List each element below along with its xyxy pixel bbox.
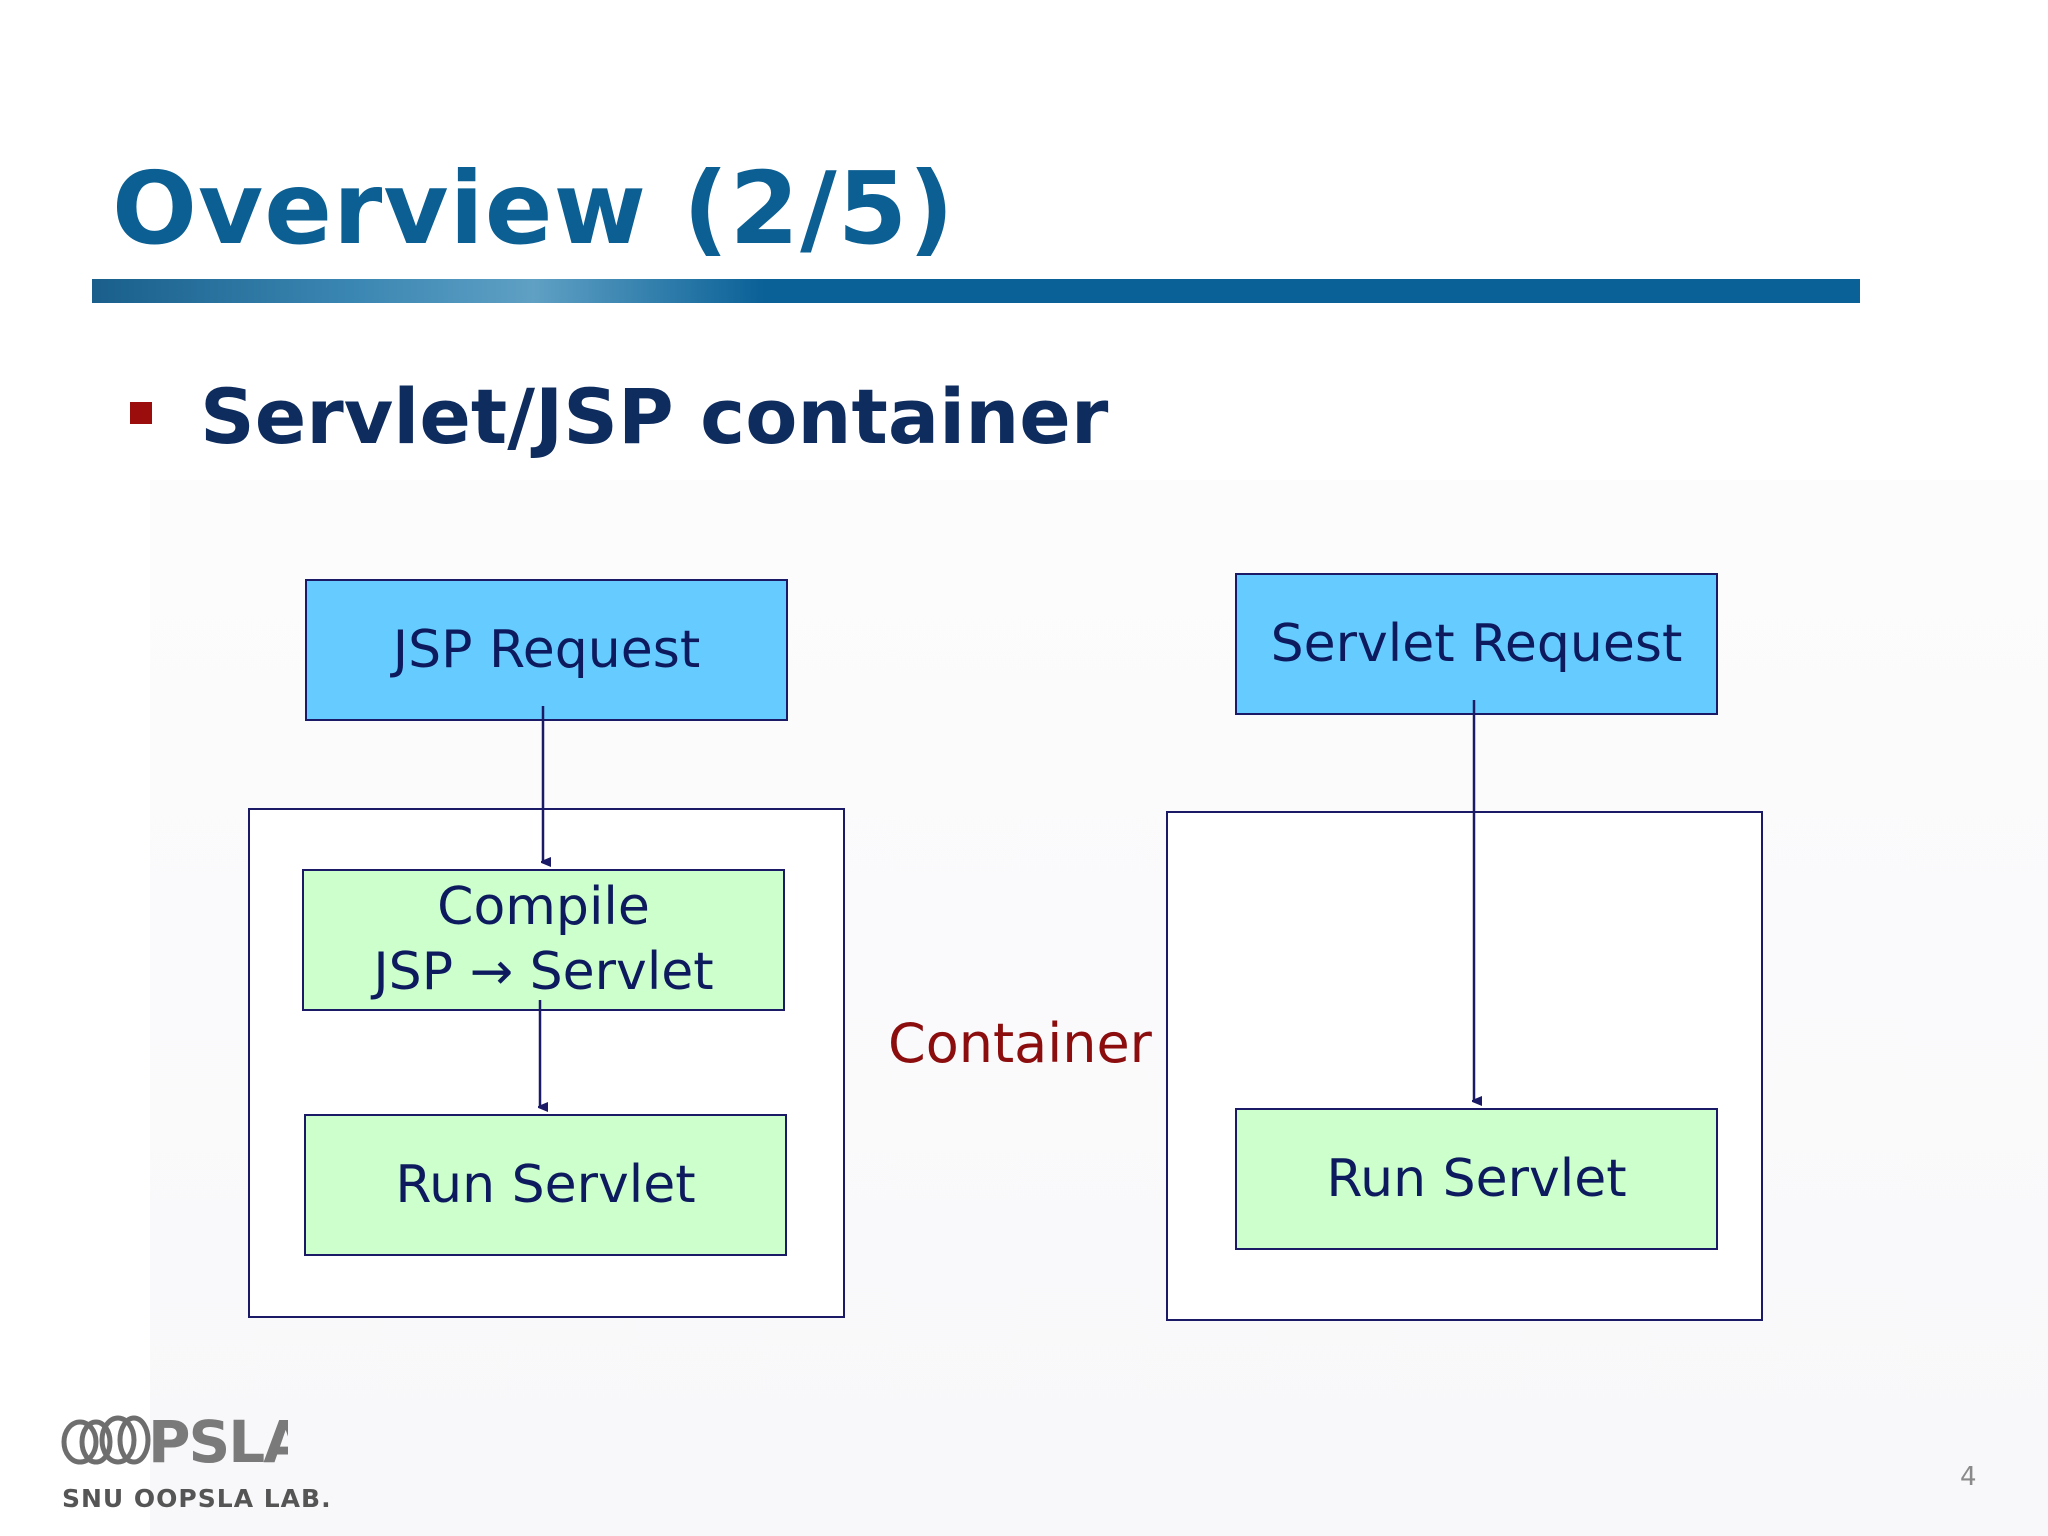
bullet-marker <box>130 402 152 424</box>
left-run-servlet-box: Run Servlet <box>304 1114 787 1256</box>
compile-box: Compile JSP → Servlet <box>302 869 785 1011</box>
jsp-request-box: JSP Request <box>305 579 788 721</box>
left-run-servlet-label: Run Servlet <box>395 1154 696 1215</box>
compile-detail-label: JSP → Servlet <box>373 942 714 1002</box>
servlet-request-box: Servlet Request <box>1235 573 1718 715</box>
jsp-request-label: JSP Request <box>392 619 701 680</box>
title-underline <box>92 279 1860 303</box>
svg-text:PSLA: PSLA <box>148 1408 288 1476</box>
right-run-servlet-label: Run Servlet <box>1326 1148 1627 1209</box>
logo-caption: SNU OOPSLA LAB. <box>62 1484 332 1513</box>
servlet-request-label: Servlet Request <box>1270 613 1683 674</box>
oopsla-logo: PSLA <box>61 1408 288 1476</box>
compile-label: Compile <box>437 877 650 937</box>
container-label: Container <box>888 1012 1152 1075</box>
page-number: 4 <box>1960 1462 1977 1492</box>
right-run-servlet-box: Run Servlet <box>1235 1108 1718 1250</box>
slide-title: Overview (2/5) <box>112 150 955 267</box>
bullet-text: Servlet/JSP container <box>200 372 1109 461</box>
